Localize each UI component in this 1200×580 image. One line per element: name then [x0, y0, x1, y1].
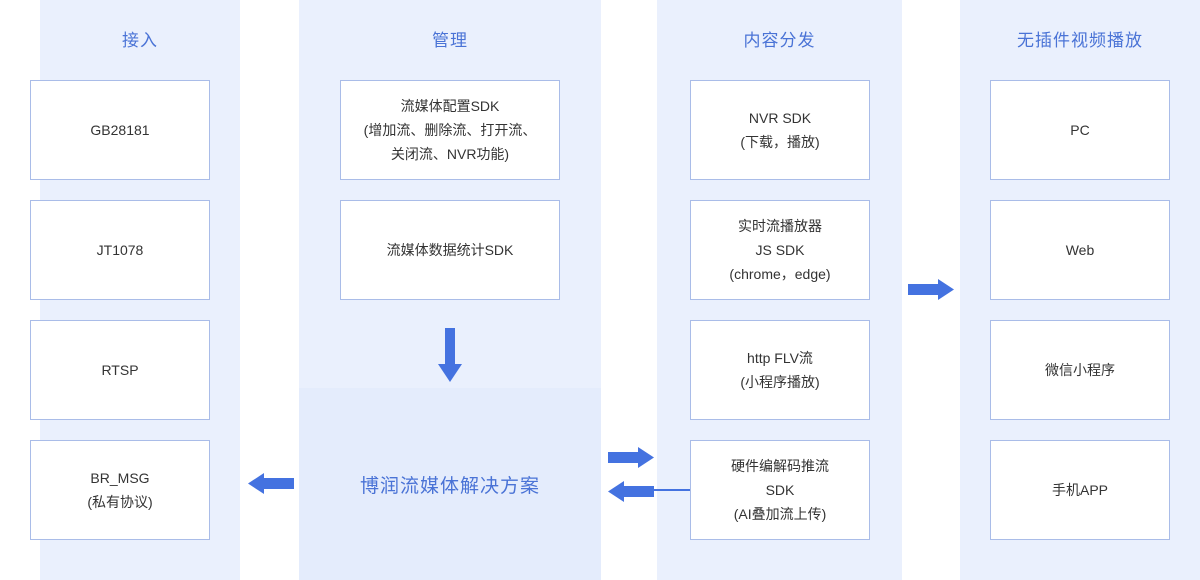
node-hardware-encode-sdk[interactable]: 硬件编解码推流 SDK (AI叠加流上传) [690, 440, 870, 540]
node-config-sdk[interactable]: 流媒体配置SDK (增加流、删除流、打开流、 关闭流、NVR功能) [340, 80, 560, 180]
node-rtsp[interactable]: RTSP [30, 320, 210, 420]
column-title-manage: 管理 [432, 31, 468, 50]
node-mobile-app[interactable]: 手机APP [990, 440, 1170, 540]
node-stat-sdk[interactable]: 流媒体数据统计SDK [340, 200, 560, 300]
node-wechat-mini-program[interactable]: 微信小程序 [990, 320, 1170, 420]
node-pc[interactable]: PC [990, 80, 1170, 180]
arrow-left-icon-distribution [608, 480, 654, 502]
arrow-right-icon-playback [908, 278, 954, 300]
column-title-access: 接入 [122, 31, 158, 50]
node-jt1078[interactable]: JT1078 [30, 200, 210, 300]
arrow-down-icon [436, 328, 464, 384]
node-web[interactable]: Web [990, 200, 1170, 300]
arrow-right-icon-distribution [608, 446, 654, 468]
node-http-flv[interactable]: http FLV流 (小程序播放) [690, 320, 870, 420]
column-title-distribution: 内容分发 [743, 31, 816, 50]
node-solution-center[interactable]: 博润流媒体解决方案 [299, 388, 601, 580]
node-gb28181[interactable]: GB28181 [30, 80, 210, 180]
connector-line-hardware [634, 489, 690, 491]
column-title-playback: 无插件视频播放 [1017, 31, 1143, 50]
node-br-msg[interactable]: BR_MSG (私有协议) [30, 440, 210, 540]
arrow-left-icon-access [248, 472, 294, 494]
node-nvr-sdk[interactable]: NVR SDK (下载，播放) [690, 80, 870, 180]
node-js-sdk[interactable]: 实时流播放器 JS SDK (chrome，edge) [690, 200, 870, 300]
